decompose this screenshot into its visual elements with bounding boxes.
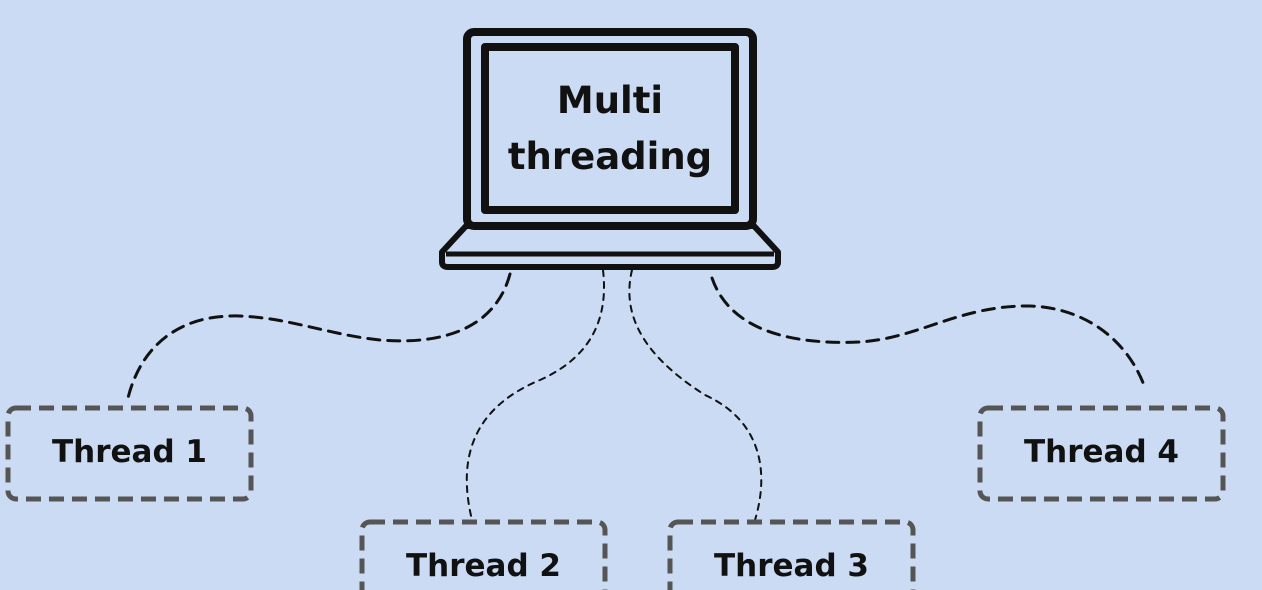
laptop-title-line-1: Multi <box>556 78 664 122</box>
thread-box-2 <box>359 519 608 590</box>
thread-label-4: Thread 4 <box>1024 434 1179 470</box>
laptop-icon <box>439 28 781 270</box>
thread-box-3 <box>667 519 916 590</box>
connector-thread-2 <box>465 269 605 521</box>
thread-label-3: Thread 3 <box>714 548 869 584</box>
connectors <box>126 269 1147 521</box>
connector-thread-3 <box>628 269 763 521</box>
laptop-title-line-2: threading <box>507 134 713 178</box>
thread-boxes <box>5 405 1226 590</box>
thread-label-2: Thread 2 <box>406 548 561 584</box>
connector-thread-4 <box>710 276 1147 390</box>
thread-box-4 <box>977 405 1226 502</box>
thread-label-1: Thread 1 <box>52 434 207 470</box>
laptop-base <box>439 223 781 270</box>
laptop-title: Multi threading <box>485 47 735 210</box>
connector-thread-1 <box>126 272 512 400</box>
laptop-screen-inner <box>481 43 739 214</box>
thread-box-1 <box>5 405 254 502</box>
